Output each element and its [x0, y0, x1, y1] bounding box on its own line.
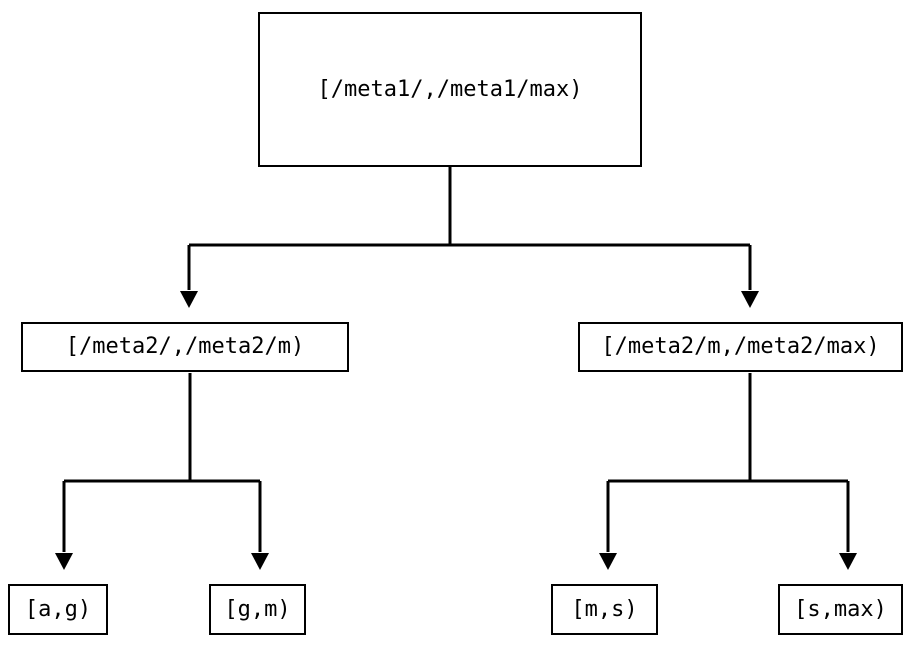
node-leaf-m-s-label: [m,s)	[571, 596, 638, 622]
arrowhead-icon	[55, 553, 73, 570]
node-mid-right-label: [/meta2/m,/meta2/max)	[601, 334, 880, 359]
node-leaf-g-m-label: [g,m)	[224, 596, 291, 622]
node-leaf-m-s[interactable]: [m,s)	[551, 584, 658, 635]
arrowhead-icon	[251, 553, 269, 570]
node-leaf-s-max[interactable]: [s,max)	[778, 584, 903, 635]
edge-mid-right-to-leaf-3	[599, 373, 848, 570]
node-mid-right[interactable]: [/meta2/m,/meta2/max)	[578, 322, 903, 372]
edge-mid-right-to-leaf-4	[839, 481, 857, 570]
node-root-label: [/meta1/,/meta1/max)	[317, 76, 583, 102]
edge-mid-left-to-leaf-2	[251, 481, 269, 570]
arrowhead-icon	[741, 291, 759, 308]
arrowhead-icon	[180, 291, 198, 308]
node-leaf-a-g[interactable]: [a,g)	[8, 584, 108, 635]
node-root[interactable]: [/meta1/,/meta1/max)	[258, 12, 642, 167]
arrowhead-icon	[599, 553, 617, 570]
node-leaf-g-m[interactable]: [g,m)	[209, 584, 306, 635]
node-leaf-s-max-label: [s,max)	[794, 596, 887, 622]
arrowhead-icon	[839, 553, 857, 570]
node-leaf-a-g-label: [a,g)	[24, 596, 92, 622]
edge-mid-left-to-leaf-1	[55, 373, 260, 570]
edge-root-to-mid-left	[180, 167, 750, 308]
node-mid-left[interactable]: [/meta2/,/meta2/m)	[21, 322, 349, 372]
edge-root-to-mid-right	[741, 245, 759, 308]
node-mid-left-label: [/meta2/,/meta2/m)	[65, 334, 305, 359]
